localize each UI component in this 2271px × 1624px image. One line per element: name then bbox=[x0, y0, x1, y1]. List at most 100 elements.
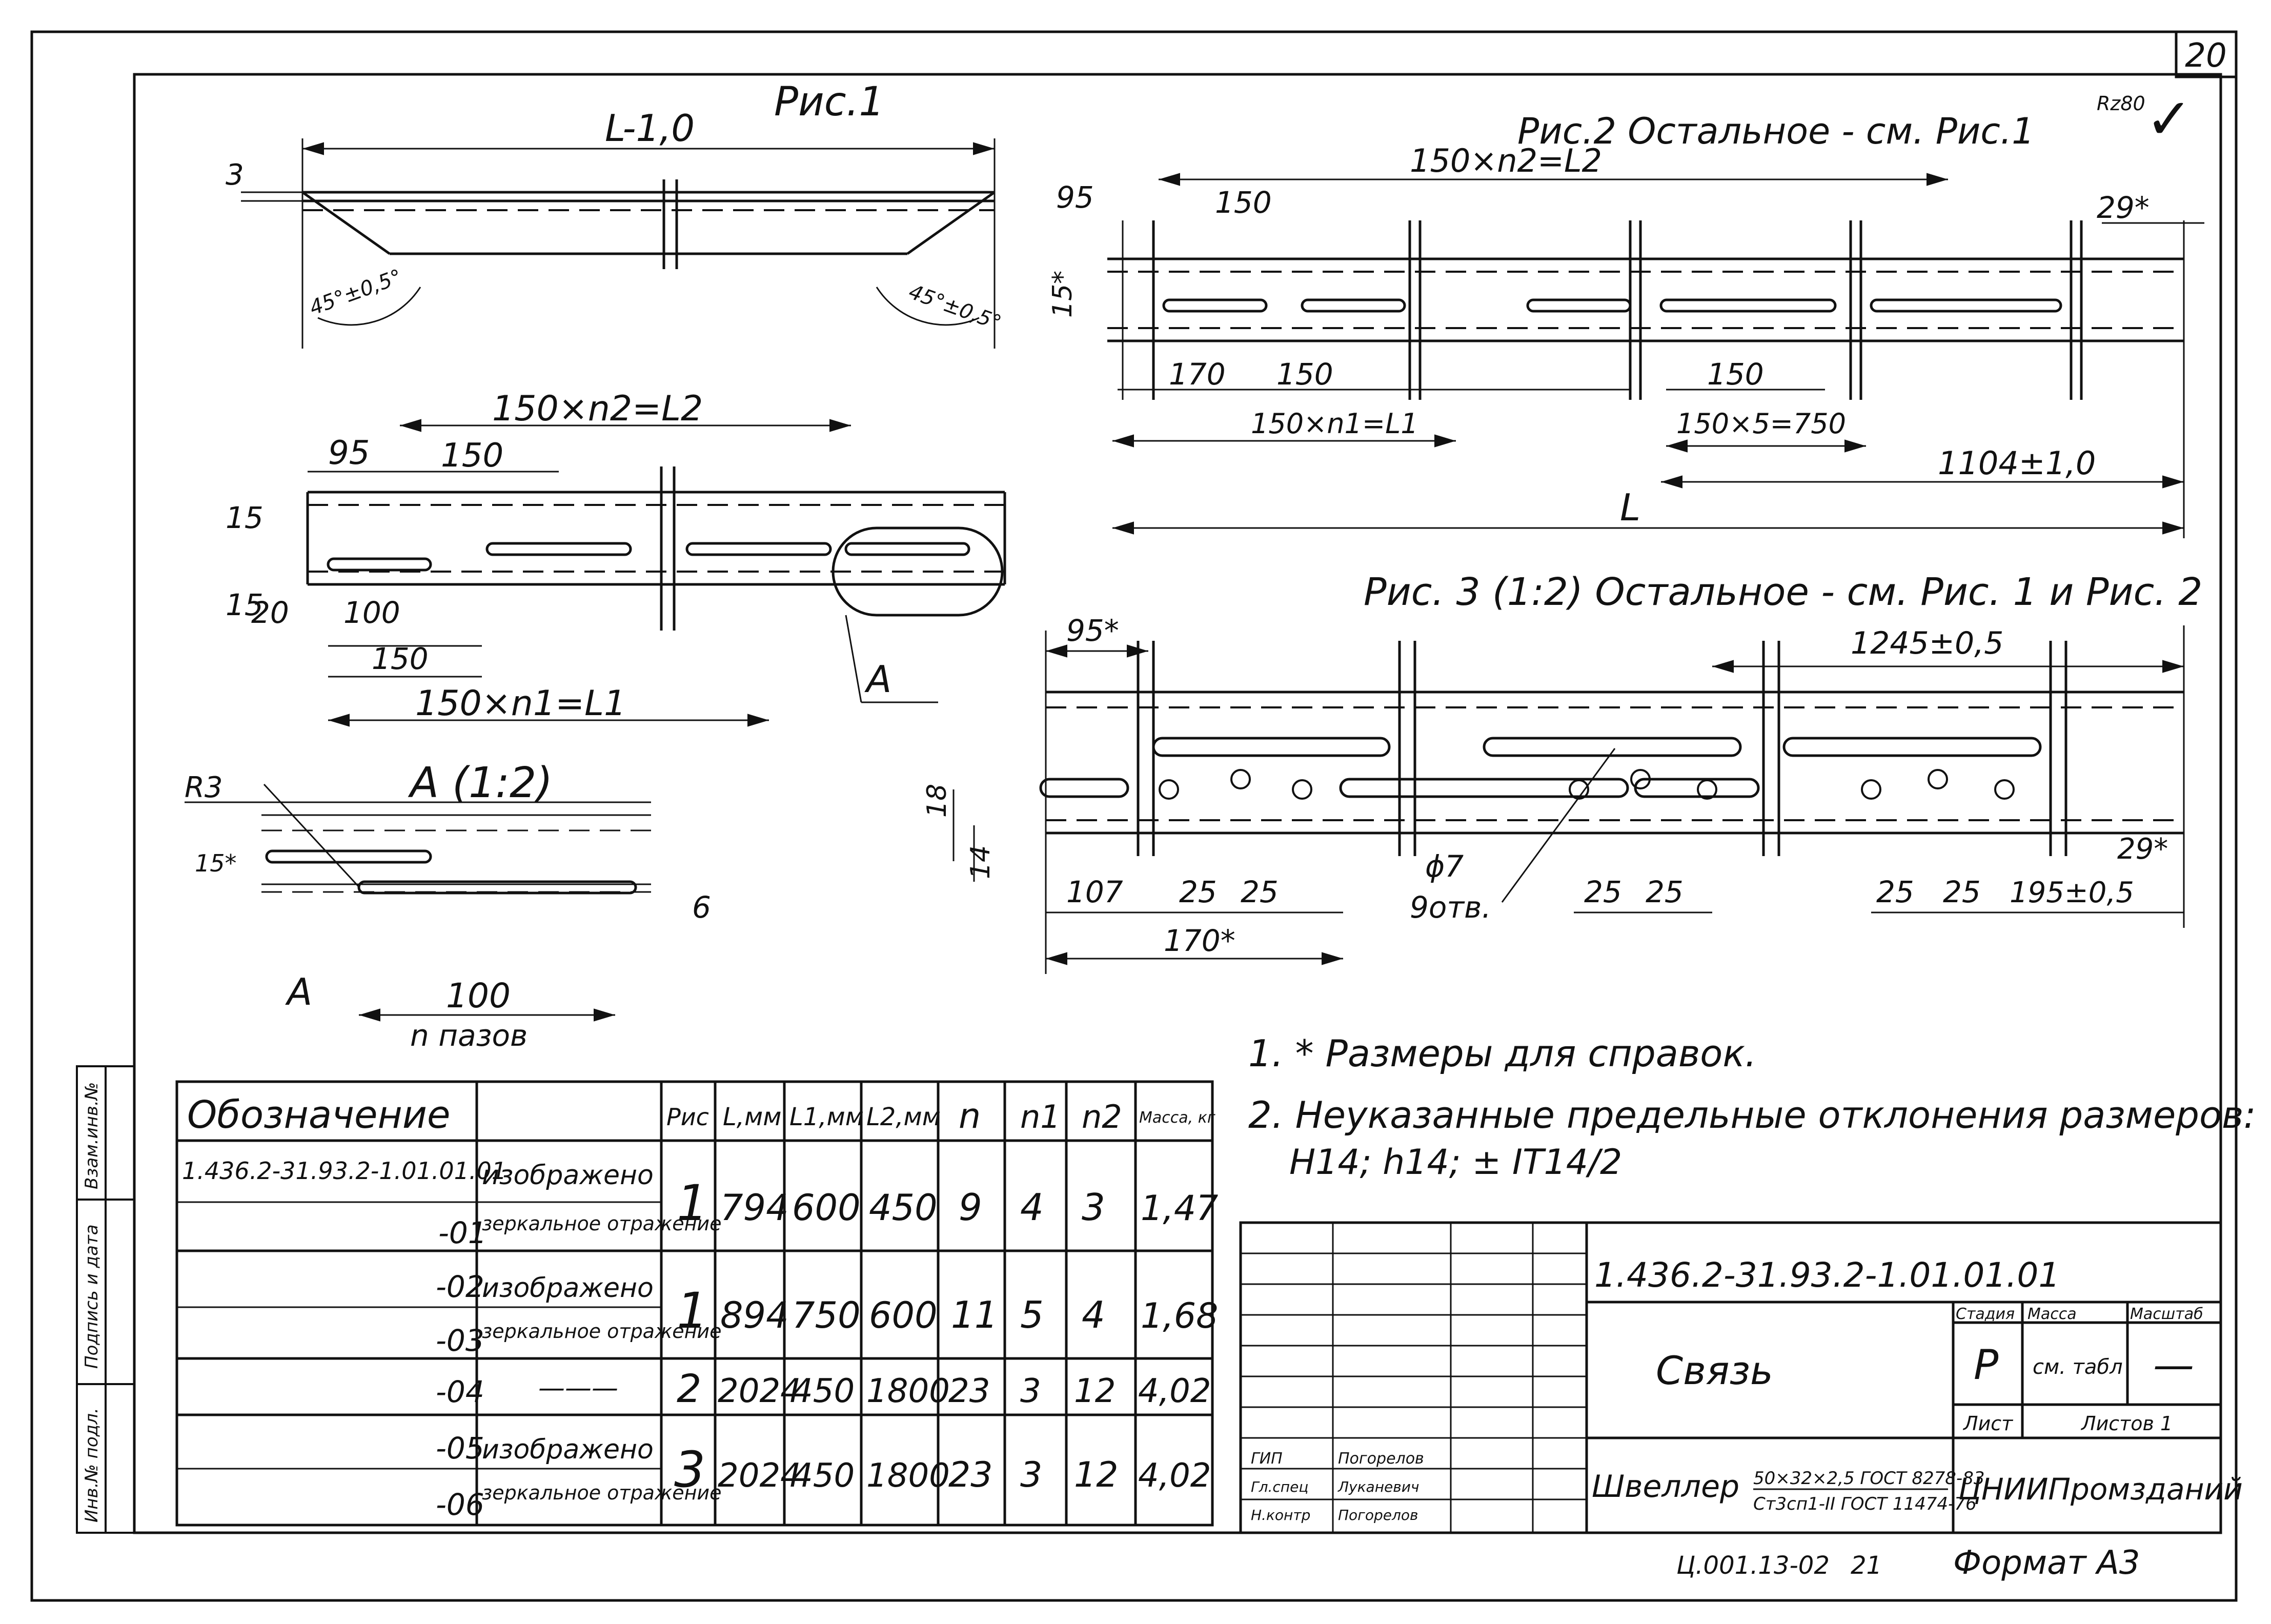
fig3-dim-25d: 25 bbox=[1646, 875, 1684, 909]
row3-variant: изображено bbox=[482, 1273, 654, 1304]
fig1-dim-length: L-1,0 bbox=[605, 107, 695, 150]
detailA-n-slots: n пазов bbox=[410, 1018, 528, 1053]
inner-border bbox=[133, 73, 2222, 1534]
row1-L: 794 bbox=[720, 1187, 789, 1229]
fig2-dim-150c: 150 bbox=[1707, 357, 1764, 392]
row4-code: -03 bbox=[436, 1323, 484, 1358]
row6-variant: изображено bbox=[482, 1434, 654, 1465]
fig1-dim-thickness: 3 bbox=[226, 158, 244, 192]
bottom-format: Формат А3 bbox=[1953, 1544, 2140, 1582]
fig2-dim-150a: 150 bbox=[1215, 185, 1272, 220]
tb-name-3: Погорелов bbox=[1338, 1507, 1418, 1524]
fig1b-dim-150b: 150 bbox=[372, 641, 429, 676]
fig1-title: Рис.1 bbox=[774, 79, 884, 125]
tb-material-top: 50×32×2,5 ГОСТ 8278-83 bbox=[1753, 1468, 1984, 1489]
fig1-slot-view bbox=[306, 419, 1006, 727]
fig1b-dim-15a: 15 bbox=[226, 500, 263, 535]
side-stamp-label-2: Подпись и дата bbox=[82, 1224, 102, 1369]
row5-n1: 3 bbox=[1020, 1372, 1041, 1410]
tb-sheets-label: Листов 1 bbox=[2080, 1412, 2173, 1435]
fig2-title: Рис.2 Остальное - см. Рис.1 bbox=[1517, 110, 2035, 152]
note-line1: 1. * Размеры для справок. bbox=[1248, 1032, 1757, 1075]
tb-name-2: Луканевич bbox=[1337, 1478, 1419, 1495]
th-L2: L2,мм bbox=[866, 1103, 941, 1131]
fig2-dim-29: 29* bbox=[2097, 190, 2150, 225]
row3-n2: 4 bbox=[1082, 1293, 1105, 1336]
th-fig: Рис bbox=[666, 1103, 709, 1131]
fig2-dim-95: 95 bbox=[1056, 180, 1094, 215]
row1-fig: 1 bbox=[677, 1174, 708, 1232]
th-n1: n1 bbox=[1020, 1098, 1061, 1135]
side-stamp-label-3: Инв.№ подл. bbox=[82, 1408, 102, 1522]
th-mass: Масса, кг bbox=[1139, 1109, 1215, 1127]
fig3-hole: ϕ7 bbox=[1425, 849, 1464, 884]
tb-role-2: Гл.спец bbox=[1251, 1478, 1308, 1495]
row1-L2: 450 bbox=[869, 1187, 938, 1229]
row5-n2: 12 bbox=[1074, 1372, 1116, 1410]
fig3-dim-14: 14 bbox=[965, 845, 996, 879]
fig1b-dim-20: 20 bbox=[251, 595, 289, 630]
fig1-angle-left: 45°±0,5° bbox=[307, 265, 405, 320]
row3-n1: 5 bbox=[1020, 1293, 1044, 1336]
row1-variant: изображено bbox=[482, 1160, 654, 1191]
th-n2: n2 bbox=[1082, 1098, 1122, 1135]
fig2-dim-150b: 150 bbox=[1276, 357, 1333, 392]
fig2-dim-top: 150×n2=L2 bbox=[1410, 142, 1602, 179]
sheet-number: 20 bbox=[2185, 37, 2226, 75]
fig3-holes bbox=[1159, 769, 2015, 800]
tb-mass-label: Масса bbox=[2027, 1305, 2077, 1323]
row3-fig: 1 bbox=[677, 1282, 708, 1339]
fig2-dim-L1: 150×n1=L1 bbox=[1251, 408, 1418, 440]
tb-material-bottom: Ст3сп1-II ГОСТ 11474-76 bbox=[1753, 1494, 1977, 1514]
row5-fig: 2 bbox=[677, 1366, 701, 1411]
note-line2: 2. Неуказанные предельные отклонения раз… bbox=[1248, 1093, 2256, 1136]
fig3-dim-25f: 25 bbox=[1943, 875, 1981, 909]
row5-variant: ——— bbox=[538, 1373, 618, 1404]
row6-n1: 3 bbox=[1020, 1455, 1042, 1495]
detailA-letter: A bbox=[285, 970, 312, 1013]
roughness-check-icon: ✓ bbox=[2145, 86, 2193, 152]
th-n: n bbox=[959, 1096, 981, 1136]
fig3-dim-195: 195±0,5 bbox=[2010, 876, 2134, 909]
tb-name-1: Погорелов bbox=[1338, 1450, 1424, 1468]
fig3-dim-170: 170* bbox=[1164, 923, 1235, 958]
row3-n: 11 bbox=[951, 1293, 998, 1336]
th-L1: L1,мм bbox=[789, 1103, 864, 1131]
row3-mass: 1,68 bbox=[1141, 1296, 1218, 1336]
tb-designation: 1.436.2-31.93.2-1.01.01.01 bbox=[1594, 1255, 2060, 1295]
tb-stage: Р bbox=[1974, 1341, 1999, 1389]
tb-role-3: Н.контр bbox=[1251, 1507, 1310, 1524]
fig3-dim-25e: 25 bbox=[1876, 875, 1914, 909]
row2-variant: зеркальное отражение bbox=[482, 1212, 722, 1235]
row3-L: 894 bbox=[720, 1294, 789, 1336]
row1-L1: 600 bbox=[792, 1187, 861, 1229]
row5-n: 23 bbox=[948, 1372, 990, 1410]
row5-L1: 450 bbox=[792, 1372, 855, 1410]
row3-L2: 600 bbox=[869, 1294, 938, 1336]
roughness-mark: Rz80 bbox=[2097, 92, 2145, 115]
row5-L2: 1800 bbox=[866, 1372, 950, 1410]
side-stamp-label-1: Взам.инв.№ bbox=[82, 1082, 102, 1189]
row6-L: 2024 bbox=[718, 1457, 801, 1495]
tb-role-1: ГИП bbox=[1251, 1450, 1283, 1468]
detailA-dim-15: 15* bbox=[195, 849, 237, 877]
fig2-dim-750: 150×5=750 bbox=[1676, 408, 1846, 440]
fig2-dim-1104: 1104±1,0 bbox=[1938, 444, 2096, 482]
fig3-dim-95: 95* bbox=[1066, 613, 1119, 648]
sheet-number-box bbox=[2175, 30, 2238, 78]
title-block-grid bbox=[1239, 1221, 2222, 1534]
fig3-holes: 9отв. bbox=[1410, 890, 1491, 925]
row6-fig: 3 bbox=[674, 1441, 705, 1498]
detailA-title: A (1:2) bbox=[408, 759, 553, 807]
row2-code: -01 bbox=[438, 1215, 487, 1250]
th-designation: Обозначение bbox=[187, 1093, 450, 1137]
row7-variant: зеркальное отражение bbox=[482, 1481, 722, 1504]
fig3-dim-107: 107 bbox=[1066, 875, 1123, 909]
fig2-dim-L: L bbox=[1620, 486, 1640, 529]
side-stamp bbox=[76, 1065, 135, 1534]
detailA-dim-6: 6 bbox=[692, 890, 711, 925]
detailA-dim-100: 100 bbox=[446, 976, 511, 1016]
bottom-code: Ц.001.13-02 bbox=[1676, 1551, 1830, 1580]
row1-n1: 4 bbox=[1020, 1186, 1044, 1229]
